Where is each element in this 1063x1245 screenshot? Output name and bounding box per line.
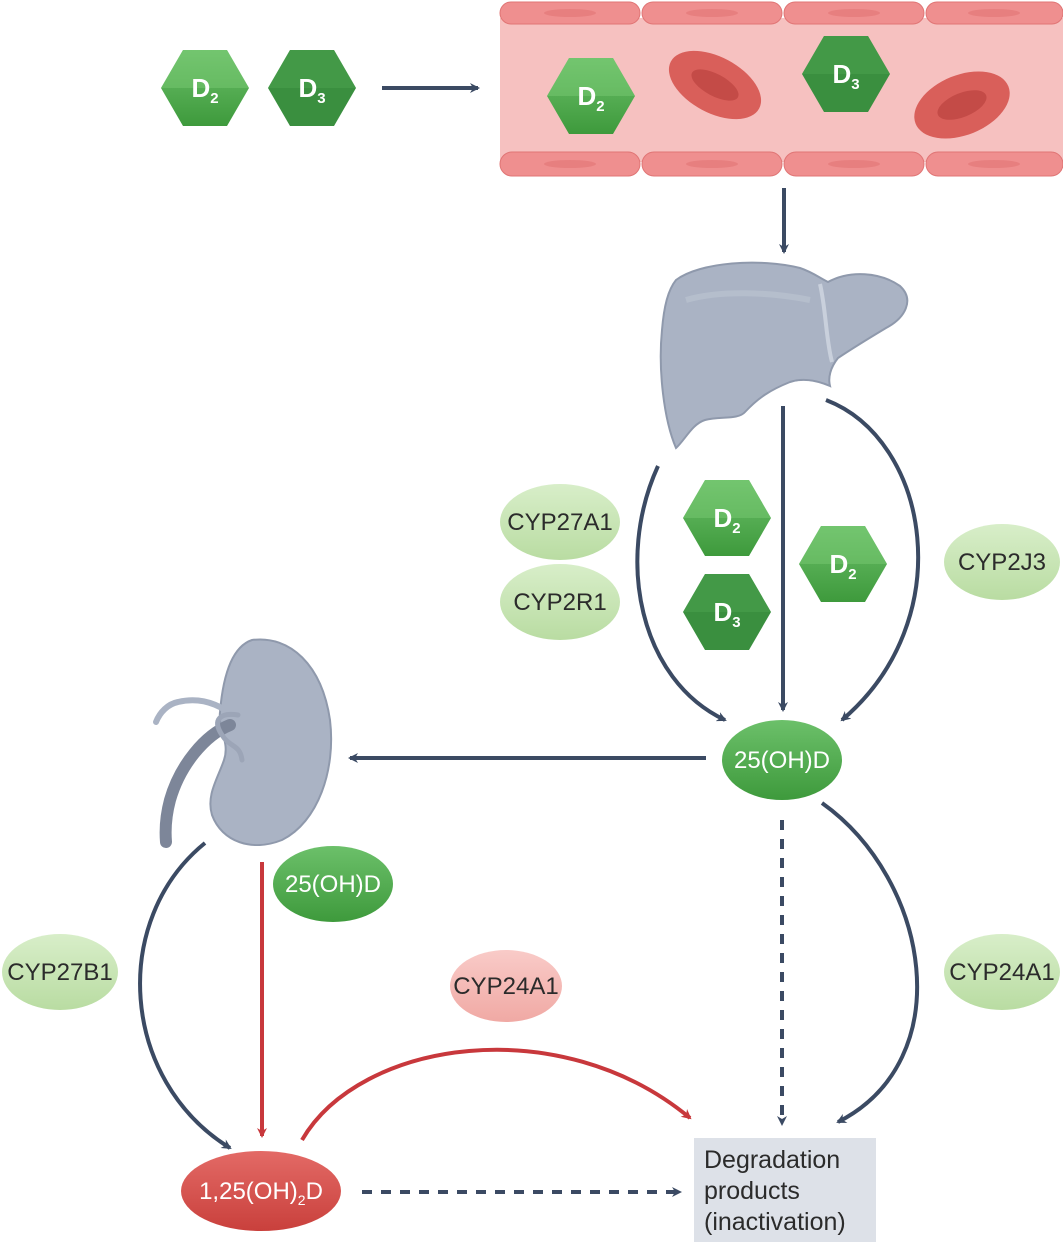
- node-calcidiol-kidney: 25(OH)D: [273, 846, 393, 922]
- degradation-line2: products: [704, 1177, 800, 1205]
- d2-hexagon-liver-right: D2: [799, 526, 887, 602]
- vessel-bottom-wall: [499, 151, 1063, 177]
- d2-subscript: 2: [210, 90, 218, 107]
- svg-text:D3: D3: [298, 73, 325, 107]
- node-calcitriol: 1,25(OH)2D: [181, 1151, 341, 1231]
- enzyme-cyp27a1-label: CYP27A1: [507, 509, 612, 536]
- enzyme-cyp2j3: CYP2J3: [944, 524, 1060, 600]
- enzyme-cyp2r1-label: CYP2R1: [513, 589, 606, 616]
- svg-text:D2: D2: [191, 73, 218, 107]
- svg-text:D3: D3: [713, 597, 740, 631]
- vessel-top-wall: [499, 1, 1063, 25]
- arrow-liver-right-curve: [825, 398, 921, 722]
- d3-hexagon-intake: D3: [268, 50, 356, 126]
- enzyme-cyp27a1: CYP27A1: [500, 484, 620, 560]
- degradation-products-box: Degradation products (inactivation): [694, 1138, 876, 1242]
- enzyme-cyp24a1-red-label: CYP24A1: [453, 973, 558, 1000]
- d2-hexagon-blood: D2: [547, 58, 635, 134]
- d3-subscript: 3: [317, 90, 325, 107]
- svg-text:1,25(OH)2D: 1,25(OH)2D: [199, 1178, 323, 1208]
- red-arrows: [257, 862, 692, 1142]
- d2-label: D: [829, 549, 848, 579]
- svg-text:D2: D2: [829, 549, 856, 583]
- enzyme-cyp24a1-green-label: CYP24A1: [949, 959, 1054, 986]
- svg-text:D2: D2: [577, 81, 604, 115]
- node-calcidiol-kidney-label: 25(OH)D: [285, 871, 381, 898]
- d2-label: D: [577, 81, 596, 111]
- arrow-red-calcitriol-to-degradation: [300, 1047, 692, 1142]
- degradation-line3: (inactivation): [704, 1208, 846, 1236]
- kidney-icon: [153, 638, 333, 848]
- calcitriol-label: 1,25(OH): [199, 1178, 298, 1205]
- red-blood-cell: [668, 50, 762, 120]
- arrow-liver-left-curve: [635, 465, 727, 722]
- svg-text:D3: D3: [832, 59, 859, 93]
- d2-hexagon-liver-left: D2: [683, 480, 771, 556]
- d3-subscript: 3: [851, 76, 859, 93]
- enzyme-cyp2j3-label: CYP2J3: [958, 549, 1046, 576]
- blood-vessel: [499, 1, 1063, 177]
- node-calcidiol-label: 25(OH)D: [734, 747, 830, 774]
- svg-text:D2: D2: [713, 503, 740, 537]
- enzyme-cyp27b1: CYP27B1: [2, 934, 118, 1010]
- liver-icon: [659, 261, 909, 450]
- d2-subscript: 2: [732, 520, 740, 537]
- calcitriol-subscript: 2: [298, 1192, 306, 1208]
- d3-subscript: 3: [732, 614, 740, 631]
- d2-hexagon-intake: D2: [161, 50, 249, 126]
- d2-subscript: 2: [848, 566, 856, 583]
- enzyme-cyp27b1-label: CYP27B1: [7, 959, 112, 986]
- enzyme-cyp24a1-green: CYP24A1: [944, 934, 1060, 1010]
- enzyme-cyp24a1-red: CYP24A1: [450, 950, 562, 1022]
- d2-label: D: [713, 503, 732, 533]
- calcitriol-suffix: D: [306, 1178, 323, 1205]
- d2-label: D: [191, 73, 210, 103]
- enzyme-cyp2r1: CYP2R1: [500, 564, 620, 640]
- d3-hexagon-liver: D3: [683, 574, 771, 650]
- d2-subscript: 2: [596, 98, 604, 115]
- d3-hexagon-blood: D3: [802, 36, 890, 112]
- d3-label: D: [298, 73, 317, 103]
- node-calcidiol: 25(OH)D: [722, 720, 842, 800]
- arrows: [138, 83, 921, 1197]
- degradation-line1: Degradation: [704, 1146, 840, 1174]
- d3-label: D: [713, 597, 732, 627]
- arrow-calcidiol-to-degradation: [820, 801, 920, 1124]
- d3-label: D: [832, 59, 851, 89]
- arrow-kidney-to-calcitriol: [138, 841, 232, 1150]
- red-blood-cell: [914, 71, 1010, 139]
